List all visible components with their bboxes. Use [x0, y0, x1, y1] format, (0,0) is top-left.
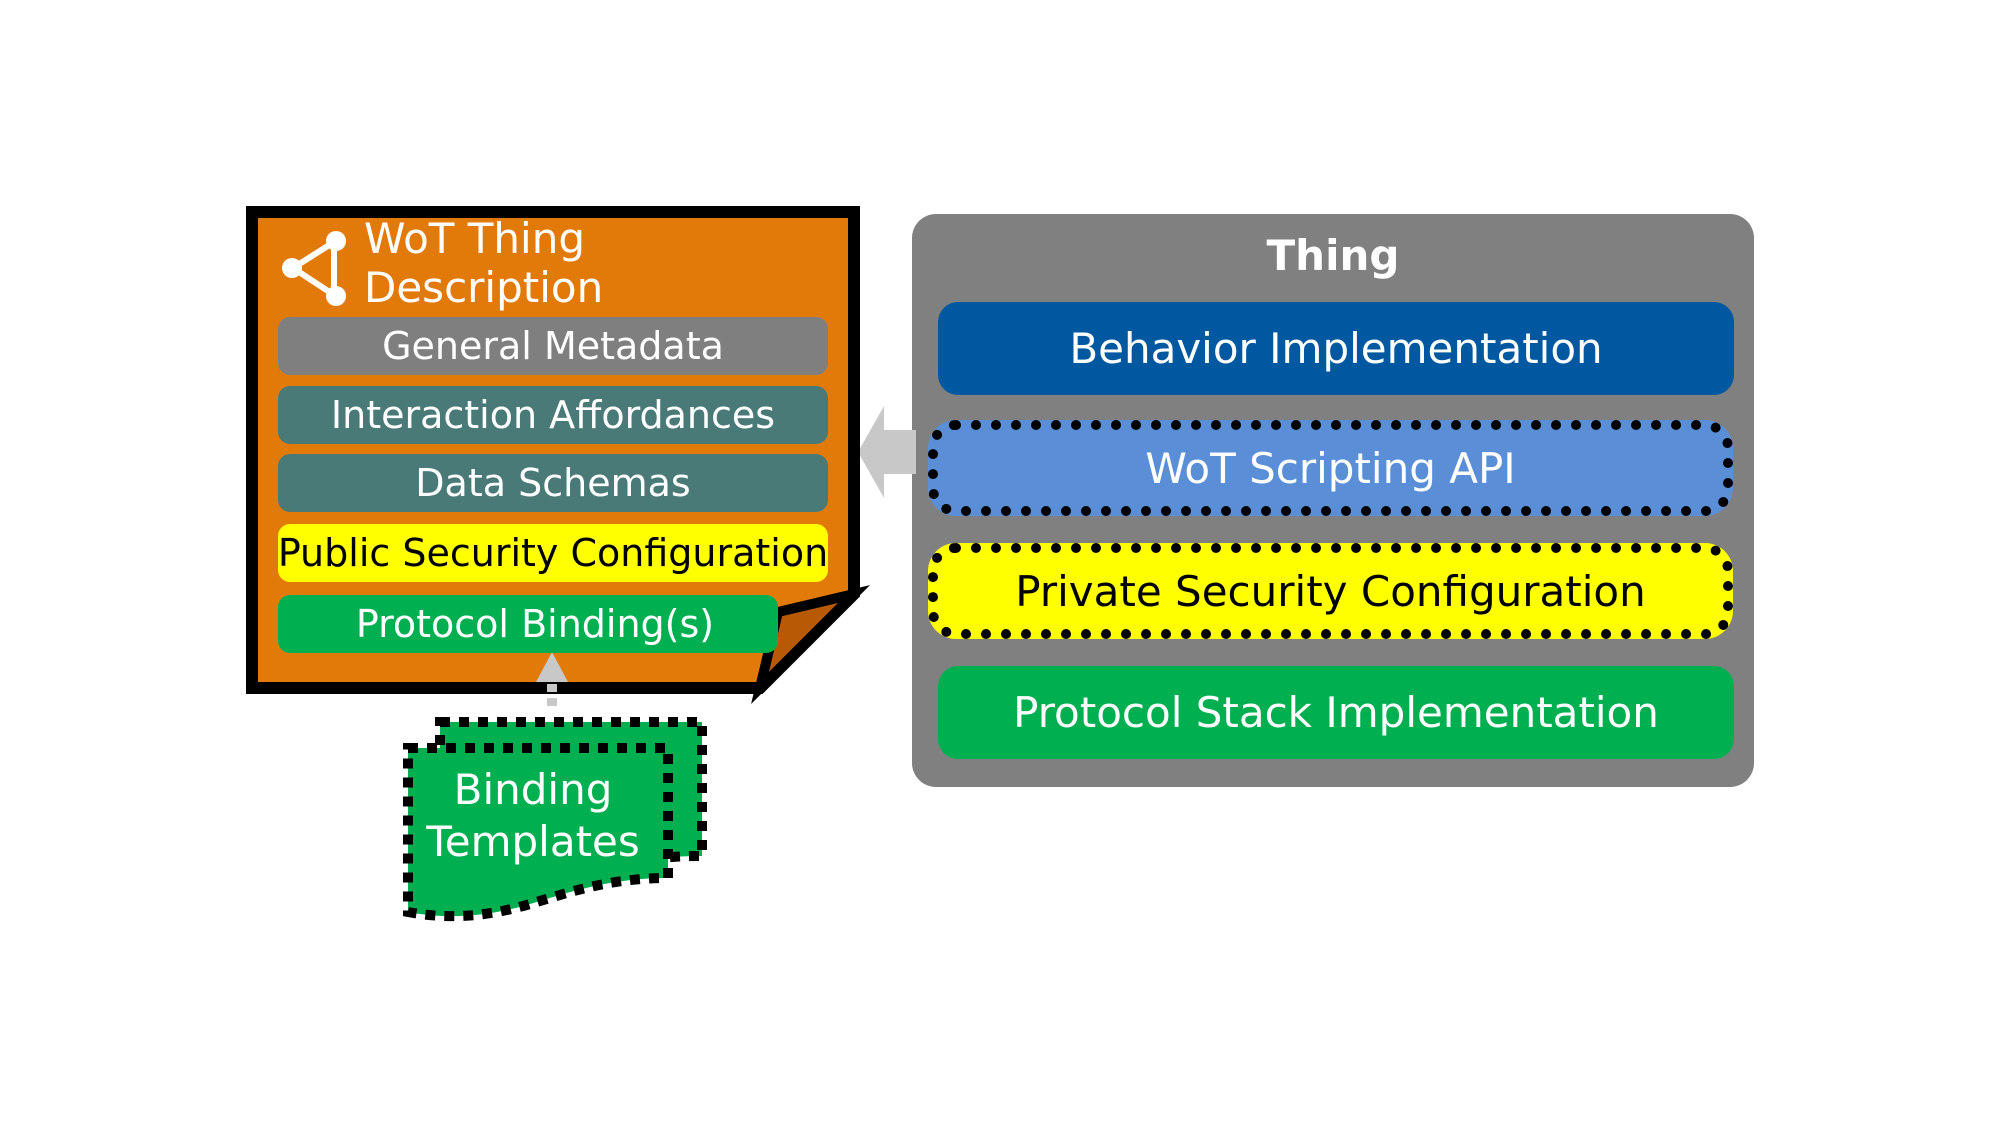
td-item-data-schemas: Data Schemas — [278, 454, 828, 512]
binding-templates-label: Binding Templates — [408, 764, 658, 868]
layer-wot-scripting-api: WoT Scripting API — [928, 420, 1733, 516]
binding-templates-line2: Templates — [426, 817, 640, 866]
layer-behavior-implementation: Behavior Implementation — [938, 302, 1734, 395]
td-title: WoT Thing Description — [364, 214, 604, 312]
td-exposure-arrow — [858, 406, 916, 498]
thing-title: Thing — [1266, 230, 1400, 280]
td-item-interaction-affordances: Interaction Affordances — [278, 386, 828, 444]
binding-templates-arrow — [536, 652, 568, 706]
td-item-protocol-bindings: Protocol Binding(s) — [278, 595, 778, 653]
layer-protocol-stack-implementation: Protocol Stack Implementation — [938, 666, 1734, 759]
binding-templates-line1: Binding — [453, 765, 613, 814]
td-item-public-security-configuration: Public Security Configuration — [278, 524, 828, 582]
binding-templates-front-sheet — [403, 743, 673, 922]
td-item-general-metadata: General Metadata — [278, 317, 828, 375]
layer-private-security-configuration: Private Security Configuration — [928, 543, 1733, 639]
share-icon — [282, 231, 346, 306]
